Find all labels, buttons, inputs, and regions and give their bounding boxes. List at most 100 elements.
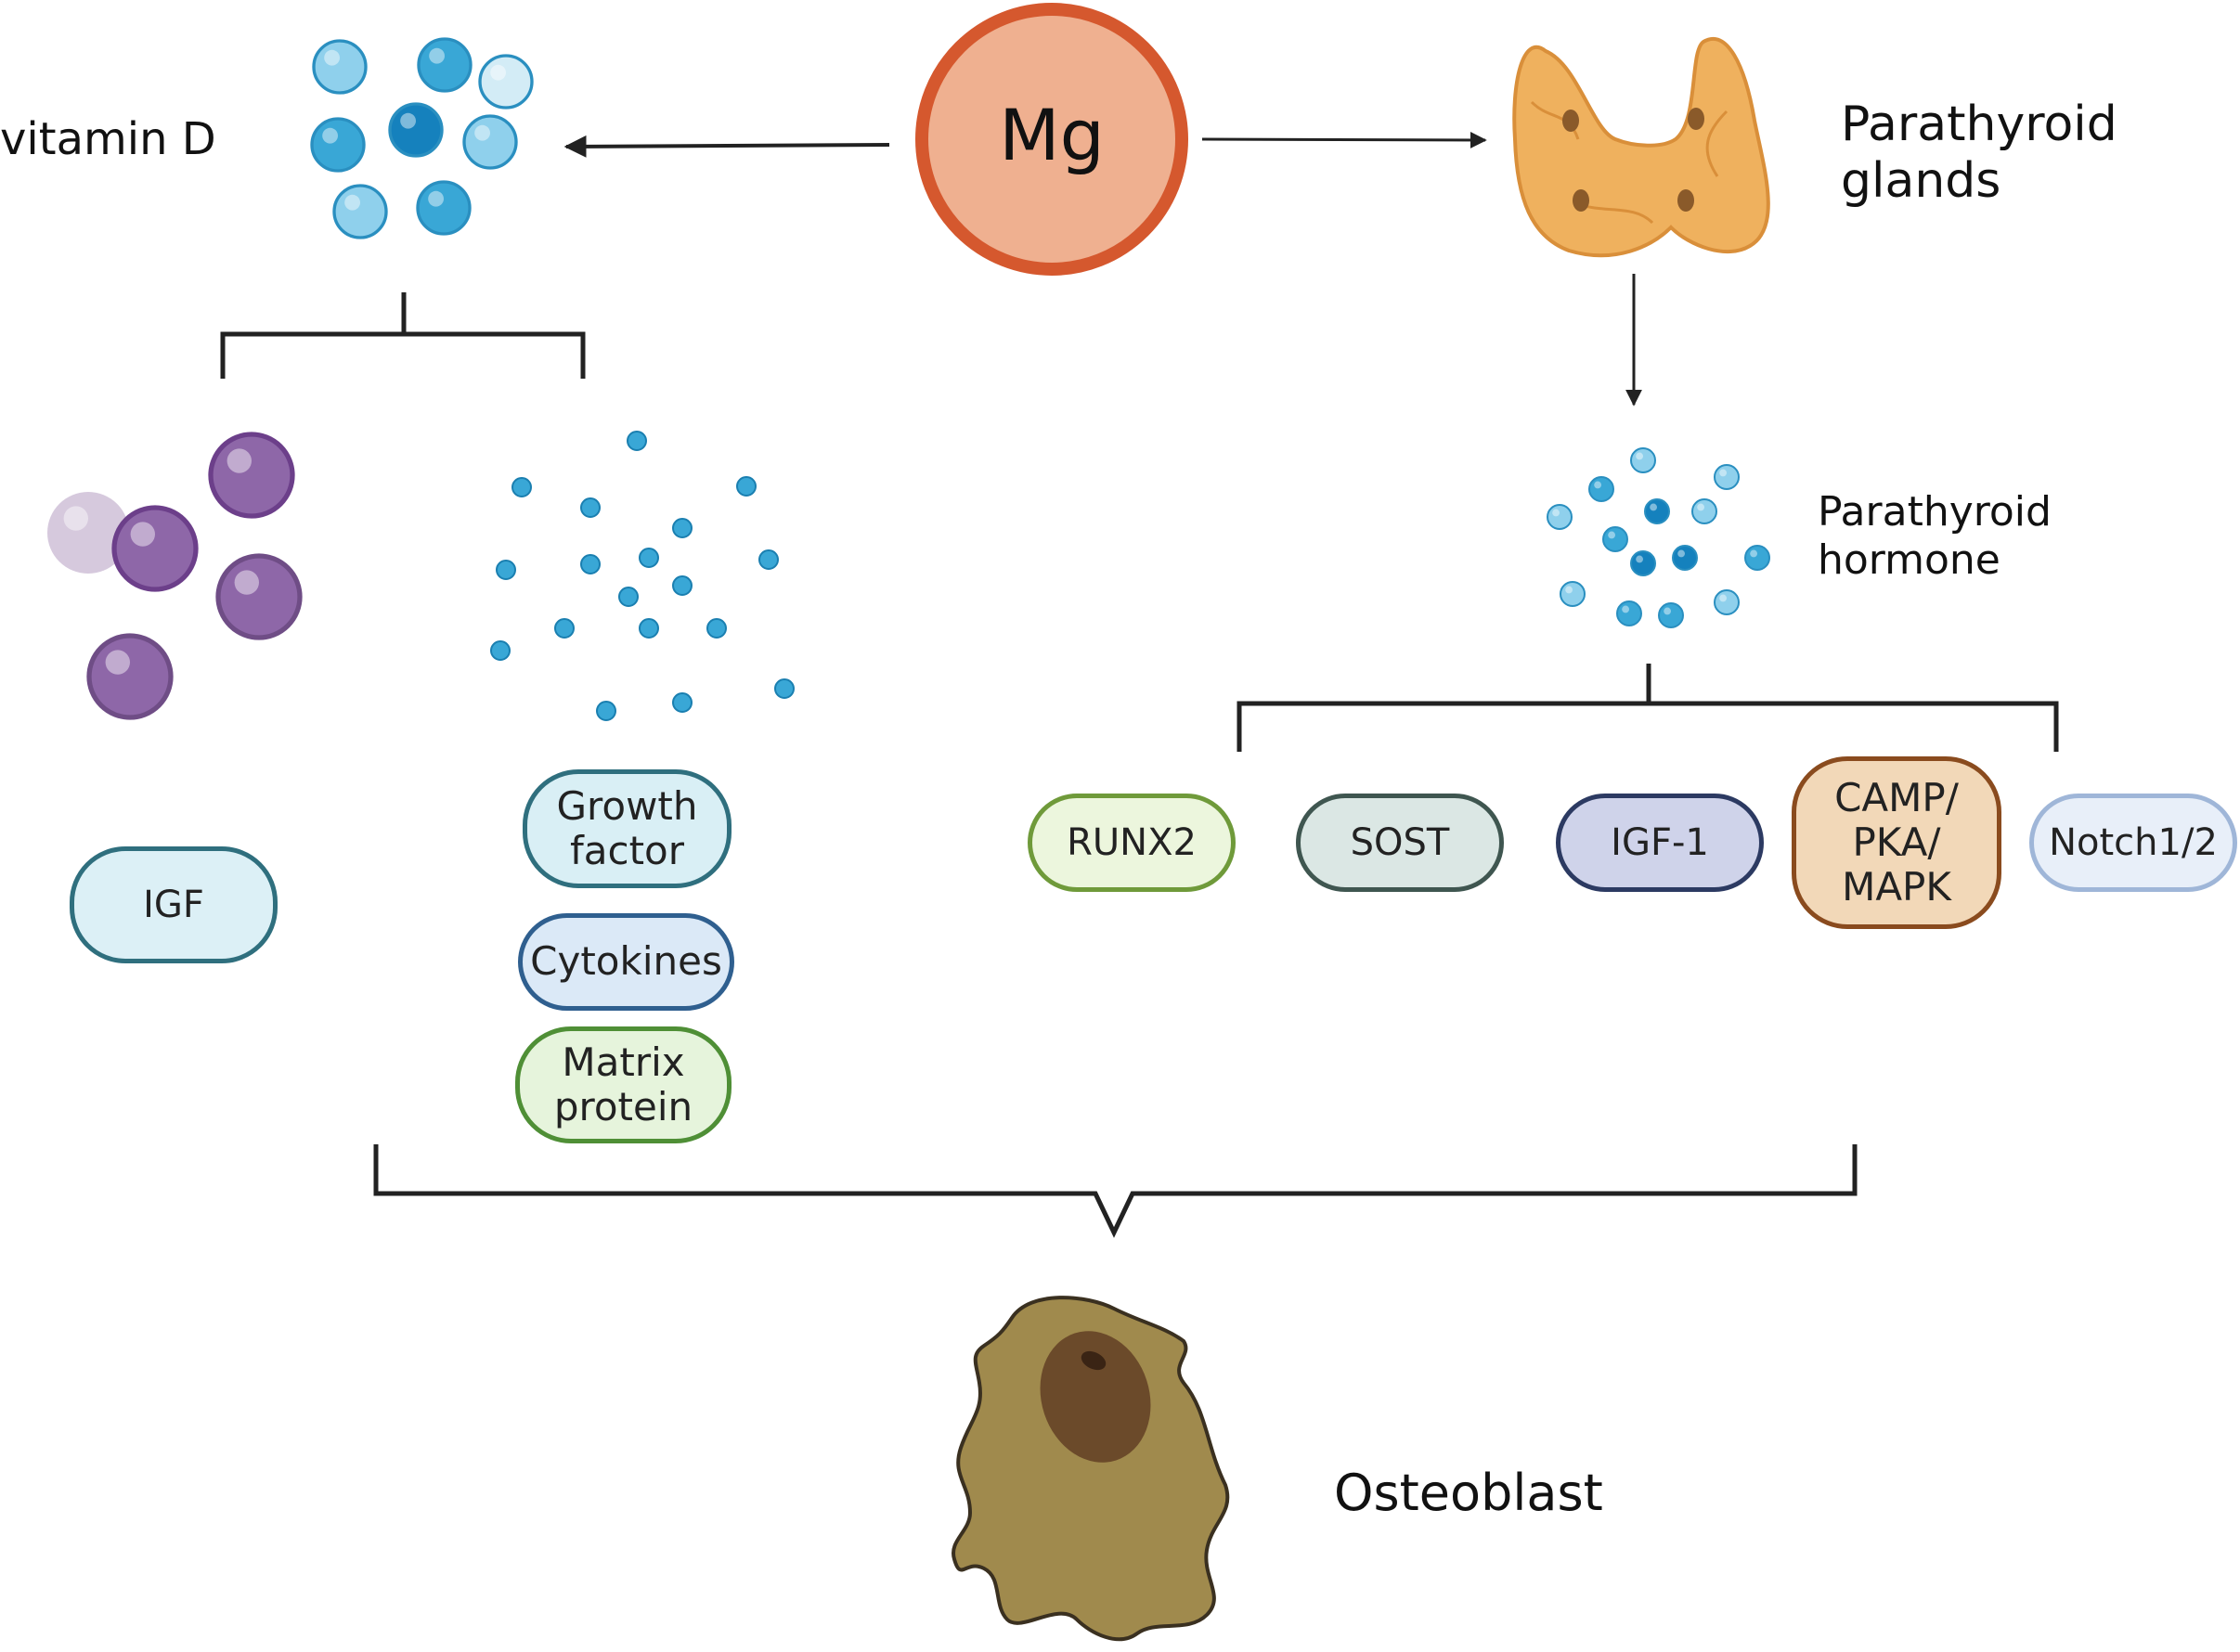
hormone-molecule-highlight	[1636, 555, 1643, 563]
parathyroid-glands-label: Parathyroid glands	[1841, 97, 2117, 210]
igf-cell	[111, 505, 199, 592]
growth-factor-dots	[490, 431, 795, 721]
growth-factor-dot	[490, 640, 511, 661]
growth-factor-dot	[639, 618, 659, 639]
vitamin-d-molecule	[332, 184, 388, 239]
hormone-molecule-highlight	[1719, 594, 1727, 602]
igf-cells	[47, 432, 303, 720]
pill-igf: IGF	[70, 846, 278, 963]
hormone-bracket	[1237, 664, 2059, 752]
igf-cell-highlight	[234, 570, 259, 595]
vitamin-d-molecule-highlight	[474, 124, 490, 141]
mg-label: Mg	[999, 94, 1105, 176]
growth-factor-dot	[736, 476, 757, 497]
hormone-molecule	[1602, 526, 1628, 552]
hormone-molecule-highlight	[1636, 452, 1643, 460]
arrow-to-parathyroid-glands	[1201, 131, 1487, 148]
hormone-molecule	[1630, 550, 1656, 576]
hormone-molecule	[1547, 504, 1573, 530]
osteoblast-illustration	[952, 1296, 1230, 1642]
vitamin-d-molecule	[388, 102, 444, 158]
growth-factor-dot	[627, 431, 647, 451]
pill-notch: Notch1/2	[2029, 794, 2237, 892]
pill-camp-pka-mapk: CAMP/ PKA/ MAPK	[1792, 756, 2001, 929]
vitamin-d-molecule	[310, 117, 366, 173]
vitamin-d-molecule-highlight	[400, 112, 416, 129]
vitamin-d-molecule-highlight	[324, 49, 340, 66]
hormone-molecule	[1644, 498, 1670, 524]
growth-factor-dot	[639, 548, 659, 568]
pill-igf-1: IGF-1	[1556, 794, 1764, 892]
hormone-molecule-highlight	[1677, 549, 1685, 558]
hormone-molecule-highlight	[1650, 503, 1657, 511]
mg-circle	[915, 3, 1188, 276]
growth-factor-dot	[618, 587, 639, 607]
growth-factor-dot	[774, 678, 795, 699]
parathyroid-hormone-label: Parathyroid hormone	[1818, 488, 2052, 584]
growth-factor-dot	[706, 618, 727, 639]
vitamin-d-molecule-highlight	[490, 64, 506, 81]
vitamin-d-molecule	[417, 37, 473, 93]
arrow-to-vitamin-d	[563, 135, 890, 158]
hormone-molecule	[1714, 464, 1740, 490]
pill-sost: SOST	[1296, 794, 1504, 892]
vitamin-d-molecule-highlight	[428, 190, 444, 207]
pill-cytokines: Cytokines	[518, 913, 734, 1011]
hormone-molecule-highlight	[1594, 481, 1601, 489]
igf-cell-highlight	[130, 522, 155, 547]
hormone-molecule-highlight	[1719, 469, 1727, 477]
igf-cell	[208, 432, 295, 519]
hormone-molecule-highlight	[1552, 509, 1560, 517]
growth-factor-dot	[672, 692, 693, 713]
growth-factor-dot	[758, 549, 779, 570]
vitamin-d-label: vitamin D	[0, 113, 216, 165]
vitamin-d-molecule-highlight	[322, 127, 338, 144]
vitamin-d-molecule	[312, 39, 368, 95]
hormone-molecule-highlight	[1565, 586, 1573, 594]
hormone-molecule-highlight	[1622, 605, 1629, 613]
growth-factor-dot	[596, 701, 616, 721]
growth-factor-dot	[496, 560, 516, 580]
hormone-molecule-highlight	[1750, 549, 1757, 558]
hormone-molecule	[1560, 581, 1586, 607]
hormone-molecule	[1658, 602, 1684, 628]
pill-matrix-protein: Matrix protein	[515, 1026, 732, 1143]
parathyroid-hormone-molecules	[1547, 447, 1770, 628]
igf-cell	[47, 492, 129, 574]
growth-factor-dot	[580, 554, 601, 574]
growth-factor-dot	[554, 618, 575, 639]
vitamin-d-bracket	[220, 292, 586, 379]
hormone-molecule	[1672, 545, 1698, 571]
hormone-molecule	[1744, 545, 1770, 571]
vitamin-d-molecule	[478, 54, 534, 110]
vitamin-d-molecule	[462, 114, 518, 170]
igf-cell-highlight	[105, 650, 130, 675]
hormone-molecule-highlight	[1664, 607, 1671, 615]
osteoblast-label: Osteoblast	[1334, 1464, 1603, 1522]
pill-growth-factor: Growth factor	[523, 769, 732, 888]
growth-factor-dot	[672, 518, 693, 538]
growth-factor-dot	[580, 497, 601, 518]
hormone-molecule	[1714, 589, 1740, 615]
hormone-molecule-highlight	[1697, 503, 1704, 511]
parathyroid-glands-illustration	[1512, 36, 1770, 258]
osteoblast-bracket	[373, 1144, 1858, 1238]
hormone-molecule	[1616, 600, 1642, 626]
igf-cell-highlight	[63, 506, 89, 531]
hormone-molecule	[1630, 447, 1656, 473]
growth-factor-dot	[672, 575, 693, 596]
pill-runx2: RUNX2	[1028, 794, 1236, 892]
hormone-molecule	[1588, 476, 1614, 502]
igf-cell	[215, 553, 303, 640]
growth-factor-dot	[511, 477, 532, 497]
hormone-molecule	[1691, 498, 1717, 524]
vitamin-d-molecule-highlight	[344, 194, 360, 211]
igf-cell	[86, 633, 174, 720]
vitamin-d-molecule	[416, 180, 472, 236]
vitamin-d-molecules	[310, 37, 534, 239]
vitamin-d-molecule-highlight	[429, 47, 445, 64]
igf-cell-highlight	[227, 448, 252, 473]
hormone-molecule-highlight	[1608, 531, 1615, 539]
